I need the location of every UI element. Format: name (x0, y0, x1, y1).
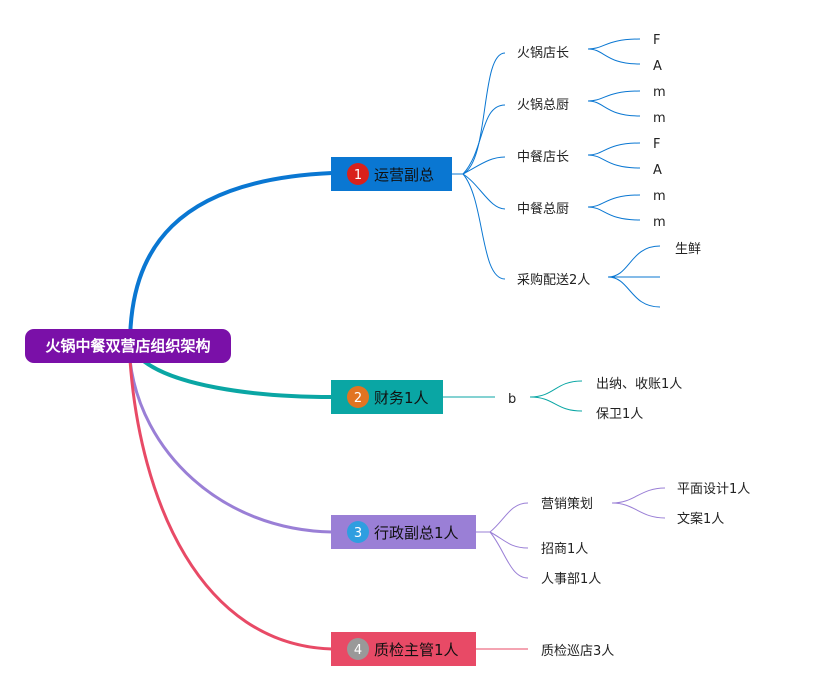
branch-2-number: 2 (354, 391, 362, 406)
branch-4-number: 4 (354, 643, 362, 658)
leaf-1-1-1: F (653, 33, 660, 48)
leaf-1-3-2: A (653, 163, 662, 178)
branch-1-child-2-label: 火锅总厨 (517, 97, 569, 113)
branch-3-child-3-label: 人事部1人 (541, 572, 601, 587)
branch-1-node[interactable]: 1 运营副总 (331, 157, 452, 191)
connector-root-branch-3 (128, 359, 333, 534)
branch-1-badge (347, 163, 369, 185)
branch-2-connectors (443, 380, 583, 412)
branch-1-child-1-label: 火锅店长 (517, 45, 569, 61)
leaf-1-2-1: m (653, 85, 666, 100)
leaf-2-1-2: 保卫1人 (596, 407, 643, 422)
branch-1-connectors (452, 38, 661, 308)
branch-1-label: 运营副总 (374, 166, 434, 184)
leaf-3-1-2: 文案1人 (677, 512, 724, 527)
branch-3-child-1-label: 营销策划 (541, 496, 593, 512)
branch-4-child-1-label: 质检巡店3人 (541, 644, 614, 659)
branch-1-child-4-label: 中餐总厨 (517, 201, 569, 217)
leaf-1-1-2: A (653, 59, 662, 74)
leaf-2-1-1: 出纳、收账1人 (596, 377, 682, 392)
branch-3-node[interactable]: 3 行政副总1人 (331, 515, 476, 549)
leaf-1-4-2: m (653, 215, 666, 230)
leaf-1-3-1: F (653, 137, 660, 152)
branch-1-child-3-label: 中餐店长 (517, 149, 569, 165)
branch-4-badge (347, 638, 369, 660)
leaf-1-4-1: m (653, 189, 666, 204)
connector-root-branch-1 (128, 171, 333, 346)
leaf-3-1-1: 平面设计1人 (677, 482, 750, 497)
branch-4-label: 质检主管1人 (374, 641, 459, 659)
branch-2-badge (347, 386, 369, 408)
branch-1-number: 1 (354, 168, 362, 183)
connector-root-branch-4 (128, 359, 333, 651)
branch-2-label: 财务1人 (374, 389, 429, 407)
branch-4-node[interactable]: 4 质检主管1人 (331, 632, 476, 666)
branch-2-child-1-label: b (508, 392, 516, 407)
leaf-1-2-2: m (653, 111, 666, 126)
leaf-1-5-1: 生鲜 (675, 242, 701, 257)
branch-3-child-2-label: 招商1人 (541, 542, 588, 557)
branch-3-number: 3 (354, 526, 362, 541)
root-node[interactable]: 火锅中餐双营店组织架构 (25, 329, 231, 363)
root-label: 火锅中餐双营店组织架构 (45, 337, 210, 355)
branch-1-child-5-label: 采购配送2人 (517, 272, 590, 288)
branch-3-connectors (476, 487, 666, 579)
branch-3-label: 行政副总1人 (374, 524, 459, 542)
branch-3-badge (347, 521, 369, 543)
connector-root-branch-2 (138, 356, 333, 399)
branch-2-node[interactable]: 2 财务1人 (331, 380, 443, 414)
